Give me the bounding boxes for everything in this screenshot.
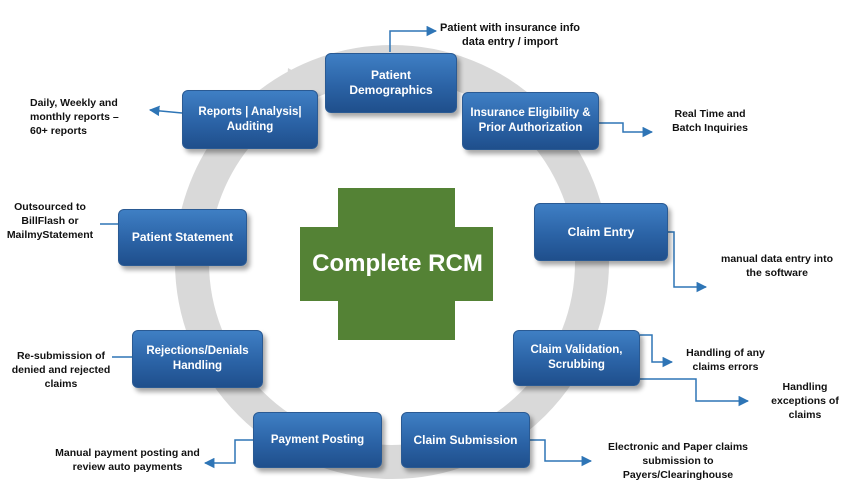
note-claim-entry: manual data entry into the software [720, 253, 834, 279]
connector-payment [203, 439, 254, 469]
center-label: Complete RCM [312, 250, 483, 277]
step-payment-posting: Payment Posting [253, 412, 382, 468]
note-validation-exceptions: Handling exceptions of claims [771, 381, 839, 421]
step-patient-statement: Patient Statement [118, 209, 247, 266]
connector-submission [530, 439, 593, 467]
step-rejections-denials: Rejections/Denials Handling [132, 330, 263, 388]
note-submission: Electronic and Paper claims submission t… [607, 441, 749, 481]
step-reports-analysis: Reports | Analysis| Auditing [182, 90, 318, 149]
connector-validation-errors [640, 334, 674, 368]
step-claim-entry: Claim Entry [534, 203, 668, 261]
step-insurance-eligibility: Insurance Eligibility & Prior Authorizat… [462, 92, 599, 150]
connector-claim-entry [668, 231, 708, 293]
step-patient-demographics: Patient Demographics [325, 53, 457, 113]
note-demographics: Patient with insurance info data entry /… [440, 22, 580, 48]
connector-validation-exceptions [640, 378, 750, 407]
step-claim-validation: Claim Validation, Scrubbing [513, 330, 640, 386]
connector-eligibility [598, 122, 654, 138]
step-claim-submission: Claim Submission [401, 412, 530, 468]
connector-demographics [389, 25, 438, 52]
connector-reports [148, 105, 183, 117]
note-rejections: Re-submission of denied and rejected cla… [11, 350, 111, 390]
note-eligibility: Real Time and Batch Inquiries [672, 108, 748, 134]
note-validation-errors: Handling of any claims errors [686, 347, 765, 373]
note-statement: Outsourced to BillFlash or MailmyStateme… [6, 201, 94, 241]
note-payment: Manual payment posting and review auto p… [55, 447, 200, 473]
note-reports: Daily, Weekly and monthly reports – 60+ … [30, 97, 119, 137]
center-cross [300, 188, 493, 340]
